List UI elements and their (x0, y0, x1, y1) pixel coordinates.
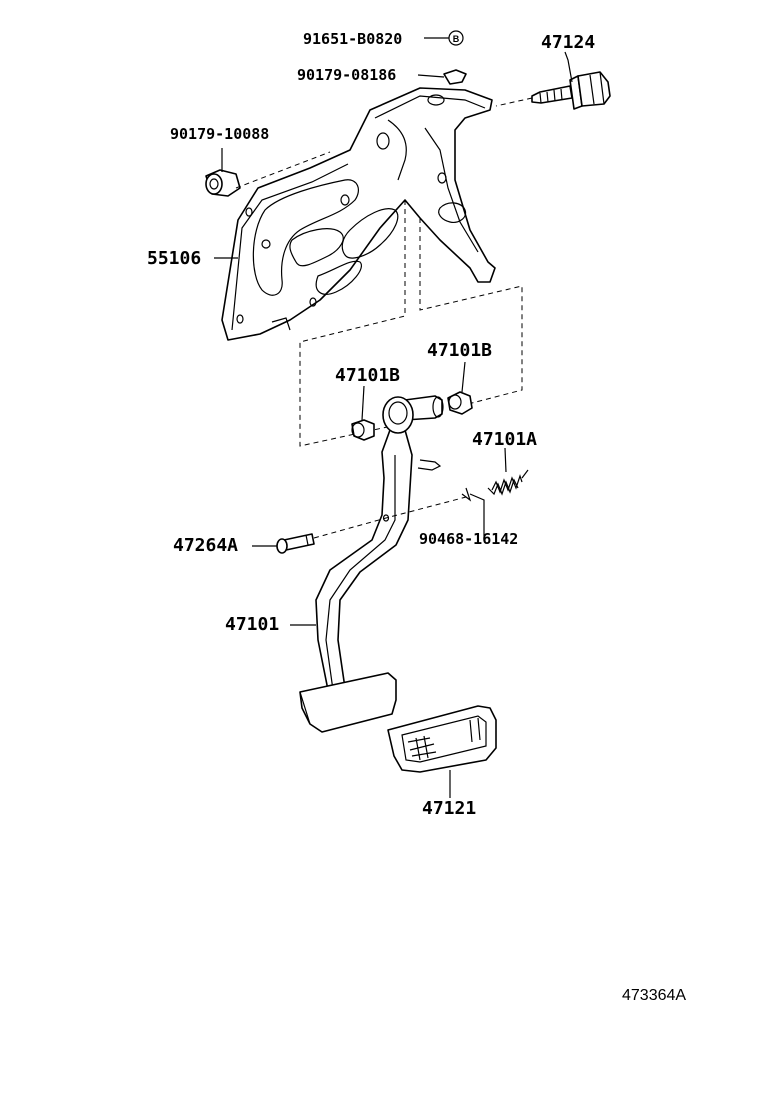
label-47101a: 47101A (472, 429, 537, 450)
clip-part-90468-16142 (461, 487, 472, 502)
label-90179-10088: 90179-10088 (170, 125, 269, 143)
diagram-reference-number: 473364A (622, 987, 686, 1004)
return-spring-part-47101a (487, 469, 529, 496)
label-91651-b0820: 91651-B0820 (303, 30, 402, 48)
label-47121: 47121 (422, 798, 476, 819)
callout-b-letter: B (453, 34, 460, 44)
label-47264a: 47264A (173, 535, 238, 556)
callout-b-symbol: B (448, 30, 464, 46)
label-90179-08186: 90179-08186 (297, 66, 396, 84)
bushing-right-part-47101b (447, 391, 473, 415)
leader-lines (214, 37, 573, 798)
label-90468-16142: 90468-16142 (419, 530, 518, 548)
bolt-part-47124 (531, 71, 611, 110)
label-47101b-left: 47101B (335, 365, 400, 386)
bushing-left-part-47101b (351, 419, 375, 441)
label-47101: 47101 (225, 614, 279, 635)
label-47101b-right: 47101B (427, 340, 492, 361)
label-47124: 47124 (541, 32, 595, 53)
pedal-pad-part-47121 (387, 705, 497, 773)
pedal-bracket-part-55106 (221, 87, 496, 341)
label-55106: 55106 (147, 248, 201, 269)
pin-part-47264a (276, 533, 315, 554)
bushing-group-dashed-box (299, 200, 523, 447)
brake-pedal-arm-part-47101 (299, 395, 444, 733)
nut-part-90179-08186 (443, 69, 467, 85)
nut-part-90179-10088 (205, 169, 241, 197)
